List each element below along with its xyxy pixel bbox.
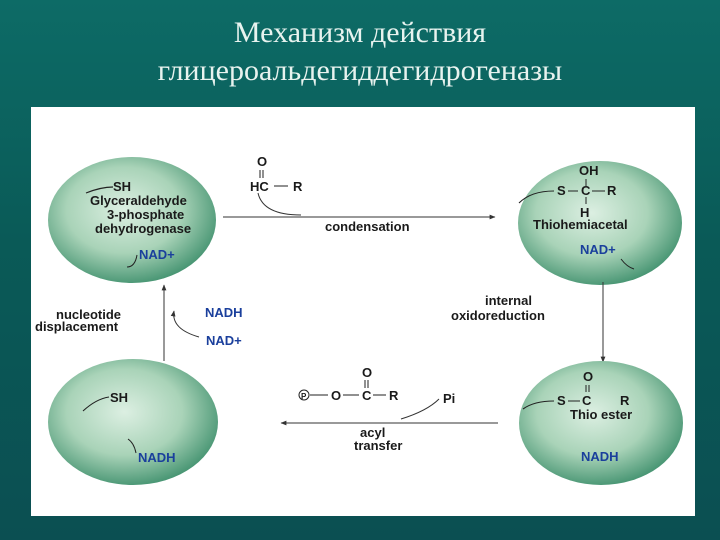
title-line-2: глицероальдегиддегидрогеназы — [157, 54, 563, 87]
phosphate-circle — [298, 389, 310, 401]
sh-label: SH — [113, 179, 131, 194]
condensation-label: condensation — [325, 219, 410, 234]
oxygen-label: O — [257, 154, 267, 169]
nadplus-label: NAD+ — [206, 333, 242, 348]
sh-label: SH — [110, 390, 128, 405]
enzyme-name-line-3: dehydrogenase — [95, 221, 191, 236]
carbonyl-oxygen-label: O — [362, 365, 372, 380]
cofactor-label: NADH — [581, 449, 619, 464]
s-label: S — [557, 393, 566, 408]
r-label: R — [293, 179, 303, 194]
oxygen-label: O — [331, 388, 341, 403]
curved-arrow — [400, 398, 440, 420]
enzyme-top-left: SH Glyceraldehyde 3-phosphate dehydrogen… — [48, 157, 216, 283]
curved-arrow — [257, 192, 302, 216]
s-label: S — [557, 183, 566, 198]
c-label: C — [362, 388, 372, 403]
enzyme-name-line-1: Glyceraldehyde — [90, 193, 187, 208]
transfer-label: transfer — [354, 438, 402, 453]
r-label: R — [389, 388, 399, 403]
c-label: C — [581, 183, 591, 198]
bond-line — [620, 258, 635, 270]
h-label: H — [580, 205, 589, 220]
internal-label: internal — [485, 293, 532, 308]
bond-line — [126, 254, 138, 268]
bond-line — [522, 400, 555, 410]
acyl-phosphate-product: P O C R O — [298, 365, 399, 403]
nucleotide-displacement-step: nucleotide displacement NADH NAD+ — [35, 284, 243, 361]
condensation-step: condensation — [223, 192, 496, 234]
cofactor-label: NADH — [138, 450, 176, 465]
bond-line — [127, 438, 137, 454]
bond-line — [85, 186, 114, 194]
nadh-label: NADH — [205, 305, 243, 320]
thiohemiacetal-label: Thiohemiacetal — [533, 217, 628, 232]
enzyme-name-line-2: 3-phosphate — [107, 207, 184, 222]
curved-arrow — [170, 310, 200, 338]
nucleotide-label: nucleotide — [56, 307, 121, 322]
acyl-label: acyl — [360, 425, 385, 440]
enzyme-bottom-left: SH NADH — [48, 359, 218, 485]
c-label: C — [582, 393, 592, 408]
enzyme-ellipse-top-right — [518, 161, 682, 285]
oh-label: OH — [579, 163, 599, 178]
acyl-transfer-step: Pi acyl transfer P O C R O — [280, 365, 498, 453]
internal-oxidoreduction-step: internal oxidoreduction — [451, 282, 606, 363]
displacement-label: displacement — [35, 319, 119, 334]
pi-label: Pi — [443, 391, 455, 406]
r-label: R — [620, 393, 630, 408]
cofactor-label: NAD+ — [580, 242, 616, 257]
oxidoreduction-label: oxidoreduction — [451, 308, 545, 323]
enzyme-ellipse-top-left — [48, 157, 216, 283]
aldehyde-substrate: O HC R — [250, 154, 303, 194]
bond-line — [82, 396, 110, 412]
phosphate-label: P — [301, 392, 307, 401]
slide-title: Механизм действия глицероальдегиддегидро… — [0, 14, 720, 90]
diagram-panel: SH Glyceraldehyde 3-phosphate dehydrogen… — [31, 107, 695, 516]
hc-label: HC — [250, 179, 269, 194]
r-label: R — [607, 183, 617, 198]
enzyme-bottom-right: O S C R Thio ester NADH — [519, 361, 683, 485]
cofactor-label: NAD+ — [139, 247, 175, 262]
oxygen-label: O — [583, 369, 593, 384]
mechanism-diagram: SH Glyceraldehyde 3-phosphate dehydrogen… — [35, 154, 683, 485]
thio-ester-label: Thio ester — [570, 407, 632, 422]
enzyme-ellipse-bottom-right — [519, 361, 683, 485]
bond-line — [518, 190, 555, 204]
enzyme-ellipse-bottom-left — [48, 359, 218, 485]
enzyme-top-right: OH S C R H Thiohemiacetal NAD+ — [518, 161, 682, 285]
title-line-1: Механизм действия — [233, 16, 487, 49]
